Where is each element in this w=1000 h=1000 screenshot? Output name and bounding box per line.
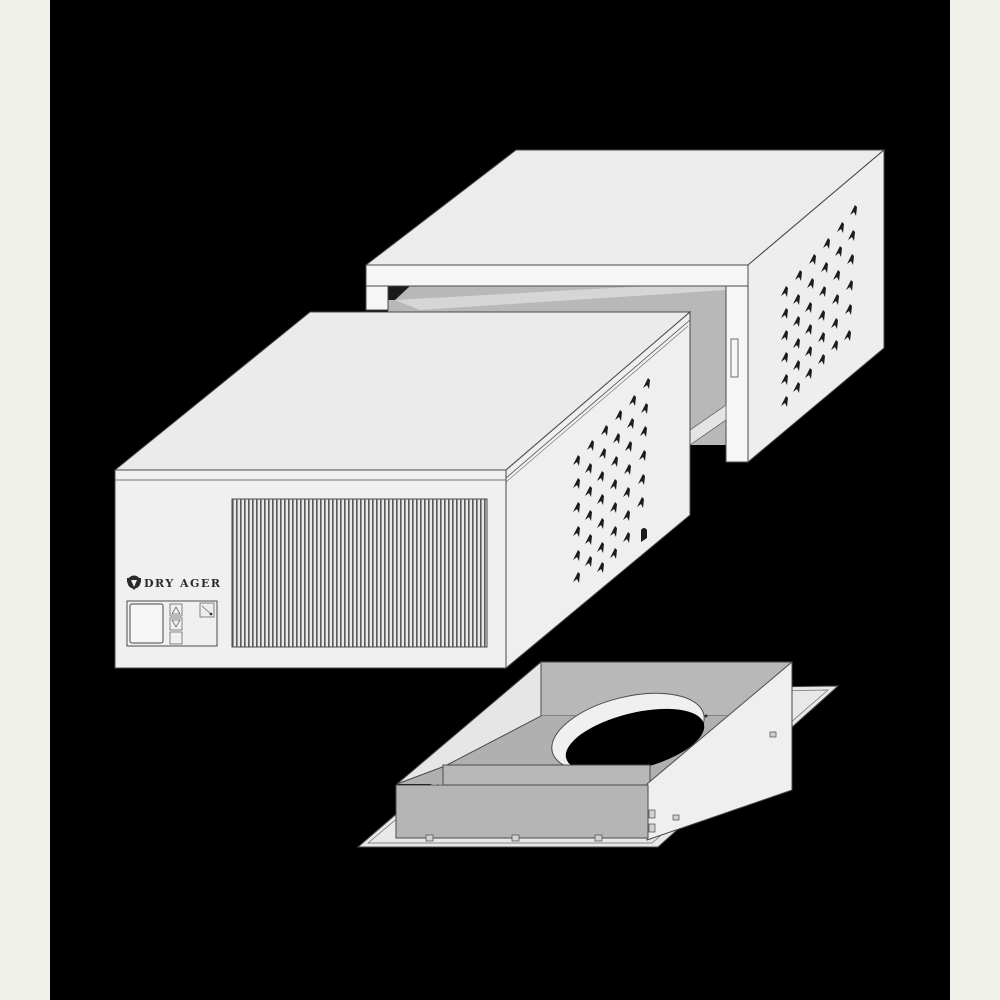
air-outlet-opening [565, 708, 705, 774]
front-ventilation-grille [231, 498, 488, 648]
up-arrow-icon [171, 606, 181, 615]
latch-slot [730, 338, 739, 378]
brand-name: DRY AGER [144, 577, 221, 590]
control-panel [126, 600, 218, 647]
brand-logo: DRY AGER [127, 575, 221, 590]
mounting-frame [356, 660, 840, 848]
down-arrow-icon [171, 619, 181, 628]
power-button[interactable] [169, 631, 183, 645]
cable-slot [641, 528, 647, 542]
cooling-unit: DRY AGER [113, 310, 692, 670]
display-screen [129, 603, 164, 644]
mounting-brackets [425, 714, 777, 842]
